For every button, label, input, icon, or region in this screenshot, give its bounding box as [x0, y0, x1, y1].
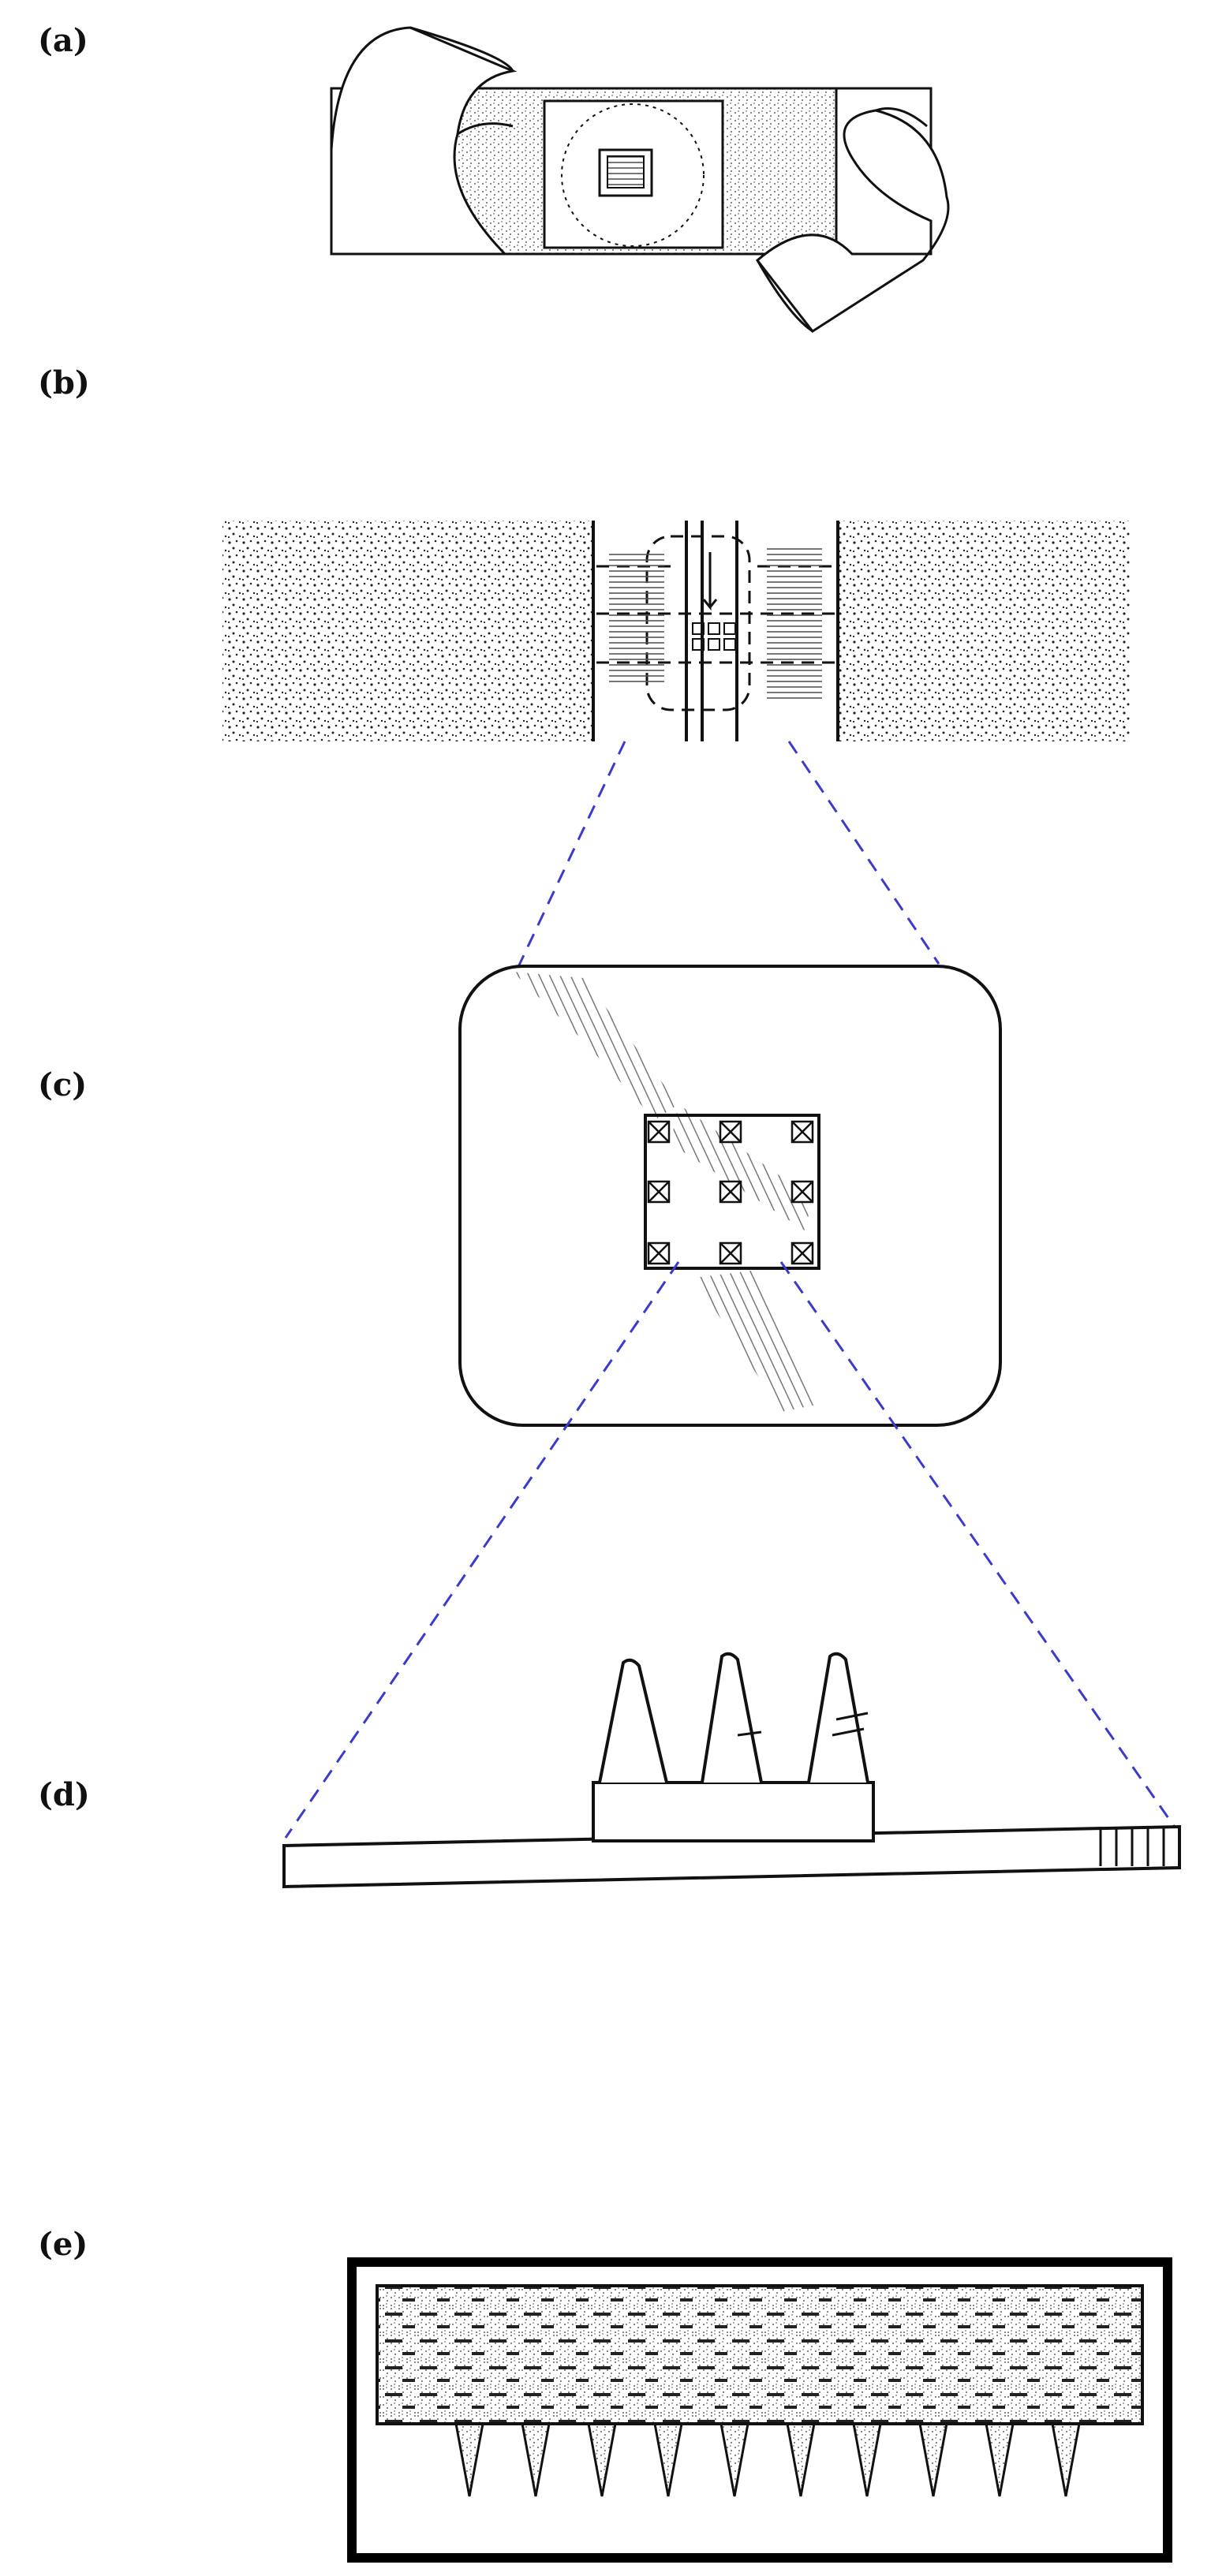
zoom-guide-lines-b-to-c	[515, 741, 940, 971]
zoom-guide-lines-c-to-d	[284, 1261, 1177, 1839]
panel-label-c: (c)	[38, 1066, 88, 1103]
skin-cross-section-drawing	[222, 521, 1130, 741]
microneedle-side-view-drawing	[282, 1652, 1181, 1889]
panel-label-d: (d)	[38, 1776, 90, 1813]
panel-label-b: (b)	[38, 364, 90, 401]
panel-label-e: (e)	[38, 2226, 88, 2263]
microneedle-array-reservoir-drawing	[347, 2257, 1172, 2563]
enlarged-patch-drawing	[458, 965, 1002, 1427]
patch-assembly-drawing	[330, 26, 950, 334]
panel-label-a: (a)	[38, 22, 88, 59]
